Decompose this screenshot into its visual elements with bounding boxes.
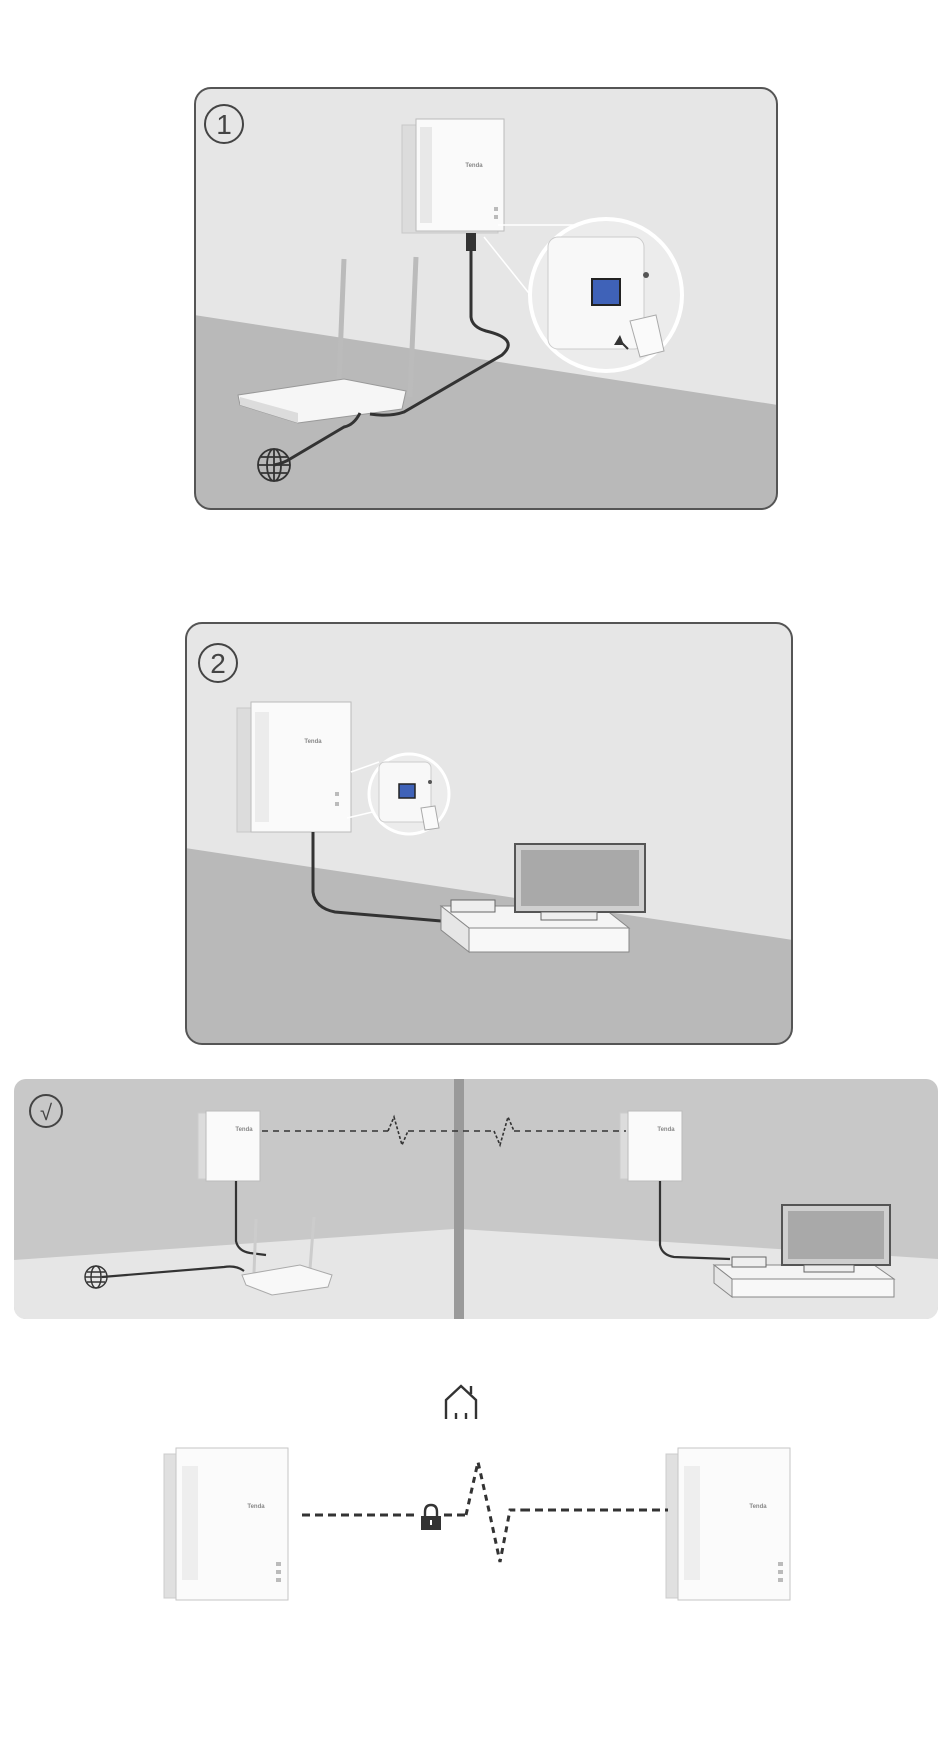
step-2-panel: 2 Tenda bbox=[185, 622, 793, 1045]
right-powerline-adapter: Tenda bbox=[666, 1448, 790, 1600]
right-powerline-adapter: Tenda bbox=[620, 1111, 682, 1181]
port-zoom-detail bbox=[530, 219, 682, 371]
set-top-box bbox=[732, 1257, 766, 1267]
connected-panel: √ Tenda Tenda bbox=[14, 1079, 938, 1319]
adapter-brand-label: Tenda bbox=[749, 1504, 767, 1510]
lock-icon bbox=[421, 1505, 441, 1530]
check-icon: √ bbox=[40, 1100, 53, 1125]
adapter-brand-label: Tenda bbox=[304, 739, 322, 745]
powerline-signal-icon bbox=[302, 1462, 668, 1562]
step-2-illustration: 2 Tenda bbox=[185, 622, 793, 1045]
step-1-illustration: 1 Tenda bbox=[194, 87, 778, 510]
connected-illustration: √ Tenda Tenda bbox=[14, 1079, 938, 1319]
set-top-box bbox=[451, 900, 495, 912]
port-zoom-detail bbox=[369, 754, 449, 834]
pairing-diagram: Tenda Tenda bbox=[0, 1370, 950, 1630]
powerline-adapter: Tenda bbox=[402, 119, 504, 251]
ethernet-port bbox=[399, 784, 415, 798]
step-2-number: 2 bbox=[210, 648, 226, 679]
adapter-brand-label: Tenda bbox=[465, 163, 483, 169]
adapter-brand-label: Tenda bbox=[247, 1504, 265, 1510]
left-powerline-adapter: Tenda bbox=[164, 1448, 288, 1600]
adapter-brand-label: Tenda bbox=[657, 1127, 675, 1133]
globe-icon bbox=[258, 449, 290, 481]
step-1-panel: 1 Tenda bbox=[194, 87, 778, 510]
pairing-illustration: Tenda Tenda bbox=[0, 1370, 950, 1630]
house-icon bbox=[446, 1386, 476, 1419]
adapter-brand-label: Tenda bbox=[235, 1127, 253, 1133]
powerline-adapter: Tenda bbox=[237, 702, 351, 832]
wall-divider bbox=[454, 1079, 464, 1319]
left-powerline-adapter: Tenda bbox=[198, 1111, 260, 1181]
step-1-number: 1 bbox=[216, 109, 232, 140]
ethernet-port bbox=[592, 279, 620, 305]
